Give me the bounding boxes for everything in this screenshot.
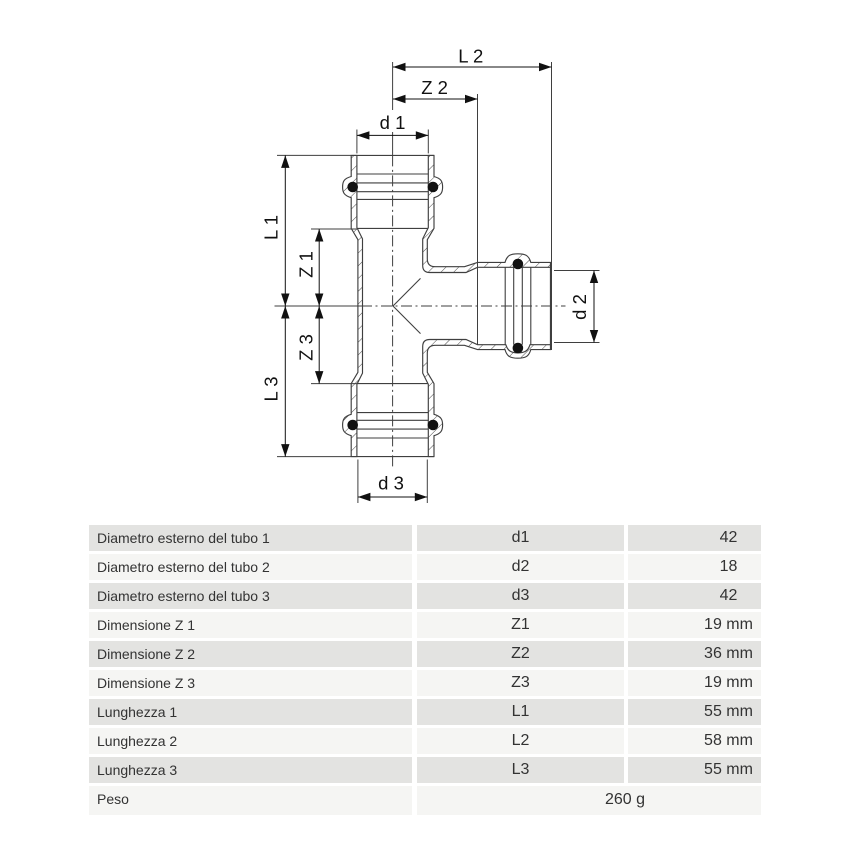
- svg-text:Z 1: Z 1: [296, 251, 317, 278]
- svg-text:d 2: d 2: [569, 294, 590, 320]
- svg-text:d 1: d 1: [380, 112, 406, 133]
- svg-text:d 3: d 3: [378, 473, 404, 494]
- svg-text:Z 2: Z 2: [421, 77, 448, 98]
- svg-text:L 2: L 2: [458, 45, 483, 66]
- svg-text:L 1: L 1: [261, 215, 282, 240]
- svg-text:L 3: L 3: [261, 376, 282, 401]
- svg-text:Z 3: Z 3: [296, 334, 317, 361]
